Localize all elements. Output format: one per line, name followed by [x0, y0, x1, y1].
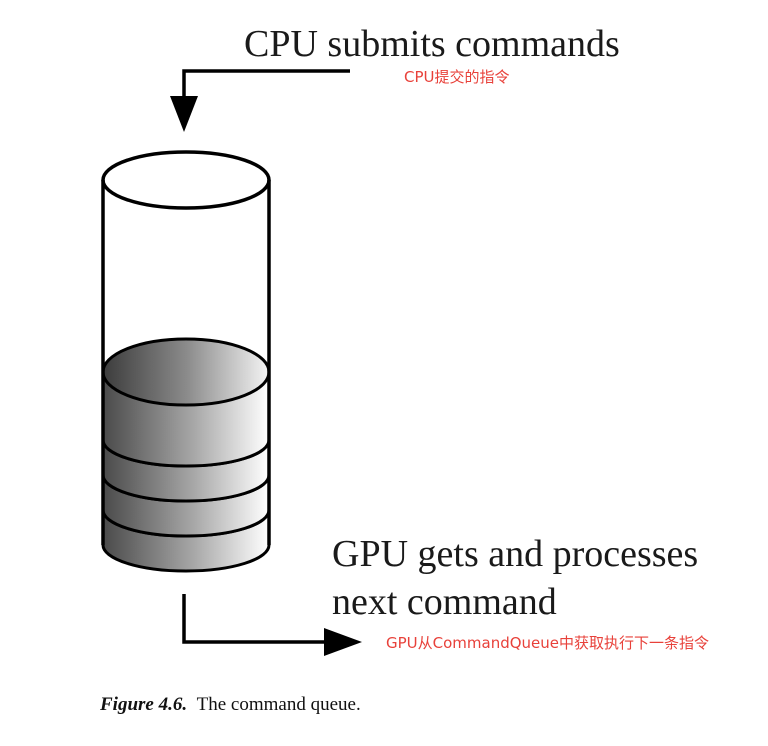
queue-cylinder [101, 150, 271, 573]
output-arrow [182, 594, 362, 656]
command-top-surface [101, 337, 271, 407]
gpu-annotation: GPU从CommandQueue中获取执行下一条指令 [386, 634, 709, 652]
input-arrow [170, 69, 350, 132]
gpu-label-line2: next command [332, 581, 557, 623]
cpu-submits-label: CPU submits commands [244, 23, 620, 65]
figure-number: Figure 4.6. [100, 694, 188, 715]
cpu-submits-annotation: CPU提交的指令 [404, 68, 510, 86]
gpu-label-line1: GPU gets and processes [332, 533, 698, 575]
command-stack [101, 337, 271, 573]
figure-caption-text: The command queue. [196, 694, 361, 715]
cylinder-top-rim [101, 150, 271, 210]
figure-caption: Figure 4.6. The command queue. [100, 694, 361, 716]
